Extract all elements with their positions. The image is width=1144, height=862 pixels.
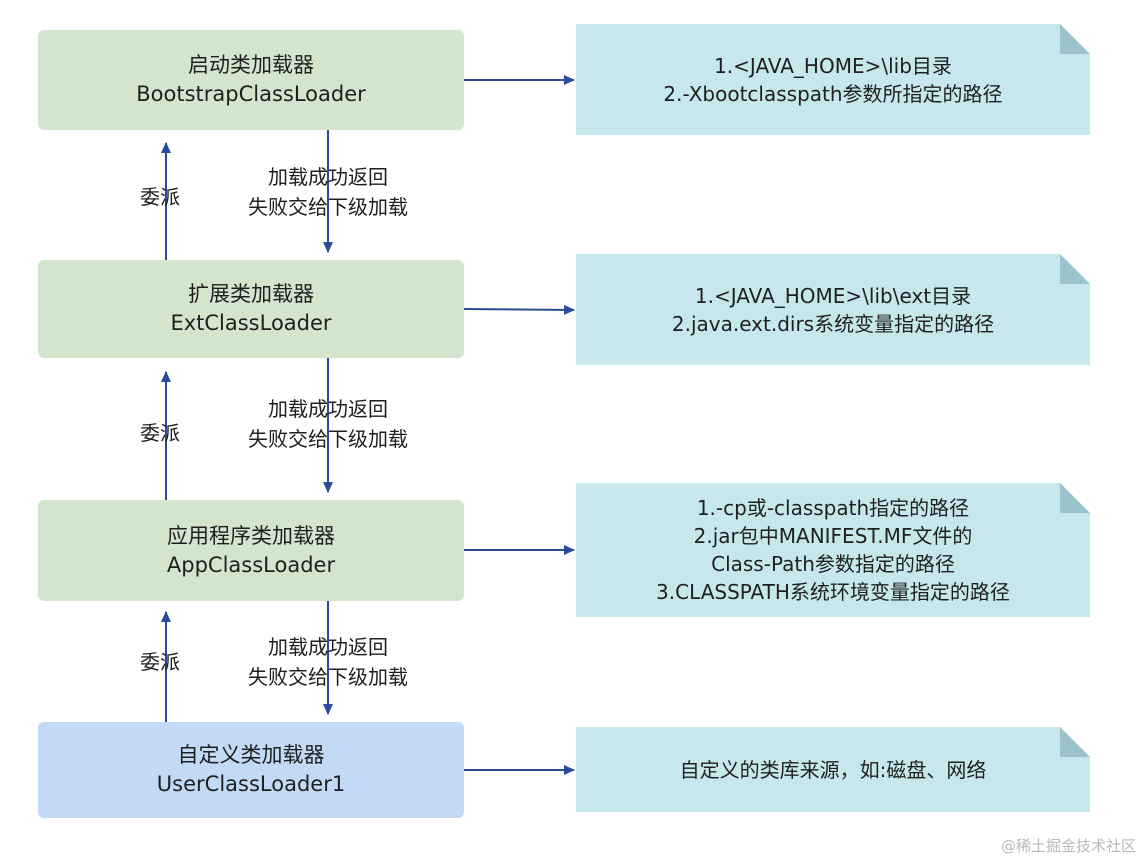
- loader-name-cn: 启动类加载器: [188, 53, 314, 77]
- note-line: Class-Path参数指定的路径: [711, 552, 955, 576]
- note-ext-paths: 1.<JAVA_HOME>\lib\ext目录 2.java.ext.dirs系…: [576, 254, 1090, 365]
- delegate-label: 委派: [140, 421, 180, 445]
- note-line: 2.java.ext.dirs系统变量指定的路径: [671, 311, 995, 336]
- return-label-line1: 加载成功返回: [268, 635, 388, 659]
- loader-box-ext: 扩展类加载器 ExtClassLoader: [38, 260, 464, 358]
- watermark: @稀土掘金技术社区: [1000, 837, 1136, 855]
- loader-box-user: 自定义类加载器 UserClassLoader1: [38, 722, 464, 818]
- loader-name-en: AppClassLoader: [166, 552, 336, 577]
- return-label-line2: 失败交给下级加载: [248, 195, 408, 219]
- note-line: 2.-Xbootclasspath参数所指定的路径: [663, 81, 1003, 106]
- loader-name-cn: 应用程序类加载器: [167, 523, 335, 548]
- note-line: 1.-cp或-classpath指定的路径: [696, 496, 970, 520]
- note-line: 1.<JAVA_HOME>\lib\ext目录: [694, 283, 972, 308]
- return-label-line1: 加载成功返回: [268, 165, 388, 189]
- delegate-label: 委派: [140, 650, 180, 674]
- return-label-line2: 失败交给下级加载: [248, 665, 408, 689]
- loader-name-en: BootstrapClassLoader: [136, 82, 366, 106]
- return-label: 加载成功返回 失败交给下级加载: [232, 632, 424, 692]
- note-line: 自定义的类库来源，如:磁盘、网络: [679, 757, 987, 782]
- note-line: 2.jar包中MANIFEST.MF文件的: [693, 524, 973, 548]
- loader-name-en: ExtClassLoader: [170, 311, 332, 335]
- loader-name-cn: 扩展类加载器: [188, 282, 314, 306]
- note-arrow-ext: [463, 304, 575, 315]
- note-line: 3.CLASSPATH系统环境变量指定的路径: [656, 580, 1010, 604]
- note-user-paths: 自定义的类库来源，如:磁盘、网络: [576, 727, 1090, 812]
- delegate-label: 委派: [140, 185, 180, 209]
- note-line: 1.<JAVA_HOME>\lib目录: [714, 53, 952, 78]
- return-label: 加载成功返回 失败交给下级加载: [232, 394, 424, 454]
- return-label: 加载成功返回 失败交给下级加载: [232, 162, 424, 222]
- loader-name-cn: 自定义类加载器: [177, 743, 325, 767]
- loader-box-bootstrap: 启动类加载器 BootstrapClassLoader: [38, 30, 464, 130]
- return-label-line2: 失败交给下级加载: [248, 427, 408, 451]
- note-app-paths: 1.-cp或-classpath指定的路径 2.jar包中MANIFEST.MF…: [576, 483, 1090, 617]
- return-label-line1: 加载成功返回: [268, 397, 388, 421]
- loader-name-en: UserClassLoader1: [156, 772, 346, 796]
- loader-box-app: 应用程序类加载器 AppClassLoader: [38, 500, 464, 601]
- note-bootstrap-paths: 1.<JAVA_HOME>\lib目录 2.-Xbootclasspath参数所…: [576, 24, 1090, 135]
